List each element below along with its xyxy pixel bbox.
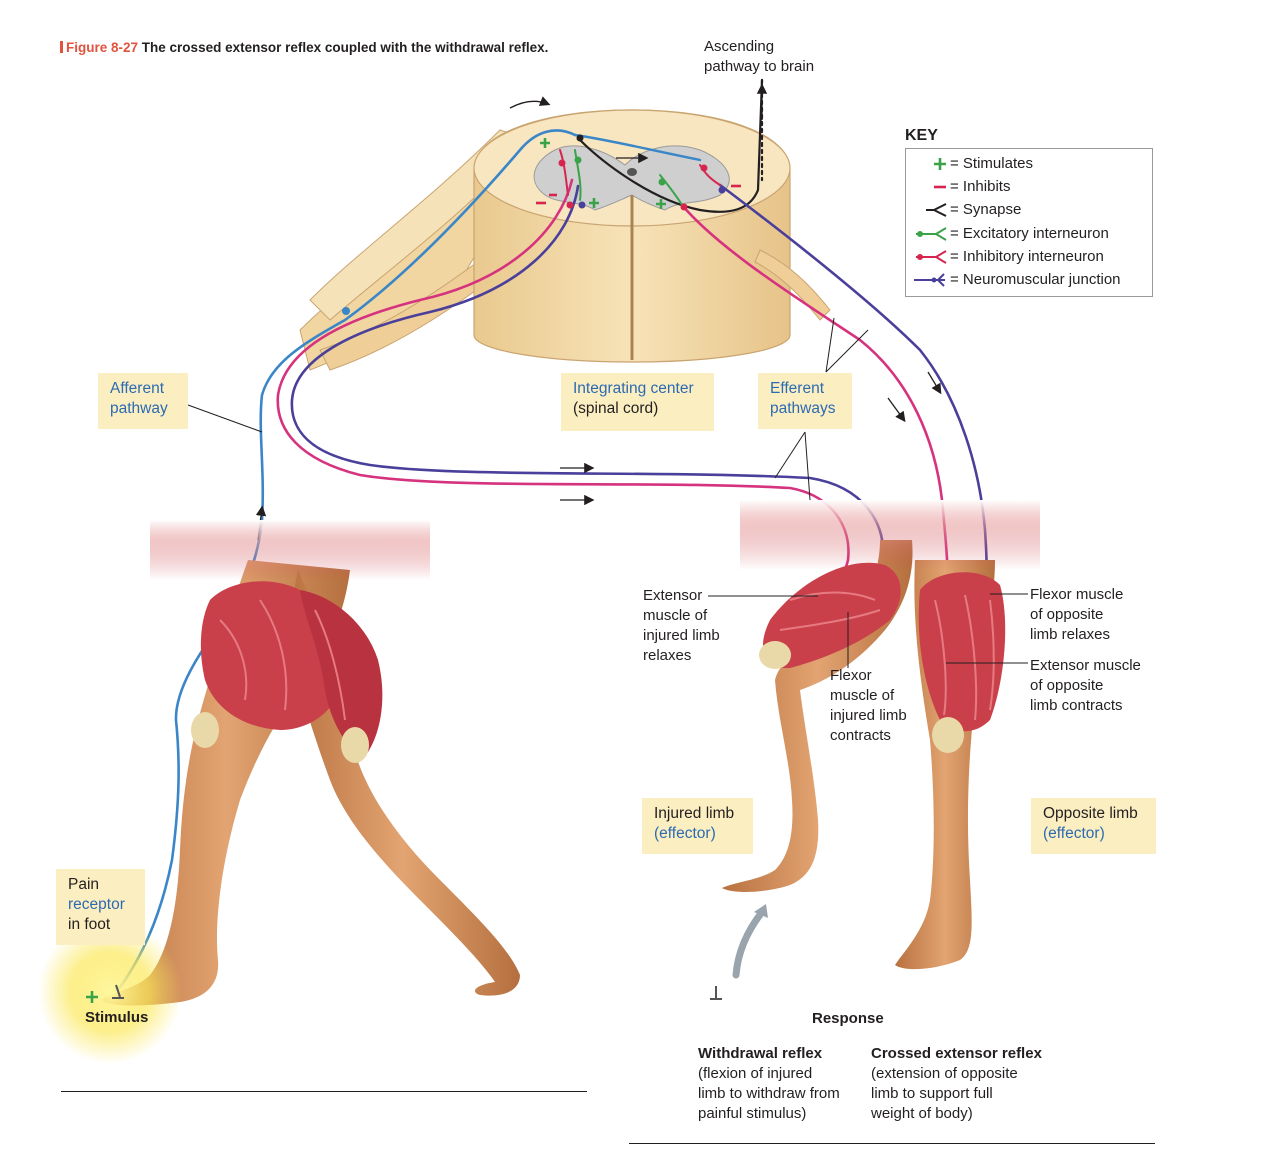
crossed-line: (extension of opposite <box>871 1065 1018 1082</box>
withdrawal-line: painful stimulus) <box>698 1105 807 1122</box>
left-leg <box>102 520 520 1006</box>
crossed-line: limb to support full <box>871 1085 993 1102</box>
afferent-neuron <box>116 129 577 992</box>
ascending-line-1: Ascending <box>704 38 775 55</box>
key-label: = Synapse <box>950 201 1022 218</box>
key-legend: = Stimulates = Inhibits = Synapse = Exci… <box>905 148 1153 297</box>
key-title: KEY <box>905 127 938 144</box>
removed-tack <box>710 904 768 1000</box>
integrating-center-box: Integrating center (spinal cord) <box>561 373 714 431</box>
label-line: injured limb <box>830 707 907 724</box>
plus-icon <box>934 158 946 170</box>
key-item-synapse: = Synapse <box>906 199 1152 221</box>
label-line: limb relaxes <box>1030 626 1111 643</box>
label-line: of opposite <box>1030 606 1104 623</box>
left-divider <box>61 1091 587 1092</box>
label-line: Flexor <box>830 667 872 684</box>
key-item-inhibitory: = Inhibitory interneuron <box>906 246 1152 268</box>
extensor-opposite-label: Extensor muscle of opposite limb contrac… <box>1030 656 1141 716</box>
extensor-injured-label: Extensor muscle of injured limb relaxes <box>643 586 720 666</box>
ascending-pathway-label: Ascending pathway to brain <box>704 37 814 77</box>
opposite-limb-box: Opposite limb (effector) <box>1031 798 1156 854</box>
withdrawal-reflex-text: Withdrawal reflex (flexion of injured li… <box>698 1044 840 1124</box>
label-line: of opposite <box>1030 677 1104 694</box>
withdrawal-line: (flexion of injured <box>698 1065 813 1082</box>
opposite-line-2: (effector) <box>1043 825 1105 842</box>
label-line: limb contracts <box>1030 697 1123 714</box>
label-line: muscle of <box>830 687 895 704</box>
label-line: Flexor muscle <box>1030 586 1124 603</box>
response-label: Response <box>812 1010 884 1027</box>
key-item-neuromuscular: = Neuromuscular junction <box>906 269 1152 291</box>
figure-number: Figure 8-27 <box>66 40 139 55</box>
flexor-opposite-label: Flexor muscle of opposite limb relaxes <box>1030 585 1123 645</box>
figure-title: Figure 8-27 The crossed extensor reflex … <box>60 37 620 59</box>
stimulus-glow <box>38 920 182 1064</box>
key-item-stimulates: = Stimulates <box>906 153 1152 175</box>
key-label: = Inhibitory interneuron <box>950 248 1104 265</box>
excitatory-interneuron-icon <box>916 227 947 241</box>
withdrawal-line: limb to withdraw from <box>698 1085 840 1102</box>
stimulus-label: Stimulus <box>85 1009 149 1026</box>
afferent-pathway-box: Afferent pathway <box>98 373 188 429</box>
label-line: Extensor <box>643 587 703 604</box>
withdrawal-title: Withdrawal reflex <box>698 1045 823 1062</box>
right-legs <box>722 500 1040 970</box>
inhibitory-interneuron-icon <box>916 250 947 264</box>
leader-lines <box>187 317 1028 668</box>
figure-caption: The crossed extensor reflex coupled with… <box>141 40 549 55</box>
crossed-extensor-text: Crossed extensor reflex (extension of op… <box>871 1044 1042 1124</box>
key-label: = Neuromuscular junction <box>950 271 1121 288</box>
key-label: = Inhibits <box>950 178 1011 195</box>
label-line: Extensor muscle <box>1030 657 1141 674</box>
right-divider <box>629 1143 1155 1144</box>
figure-marker <box>60 41 63 53</box>
pain-line-2: receptor <box>68 896 125 913</box>
injured-line-2: (effector) <box>654 825 716 842</box>
label-line: relaxes <box>643 647 692 664</box>
ascending-neuron <box>578 78 764 213</box>
label-line: injured limb <box>643 627 720 644</box>
afferent-line-2: pathway <box>110 400 168 417</box>
efferent-line-1: Efferent <box>770 380 825 397</box>
pain-line-1: Pain <box>68 876 100 893</box>
minus-icon <box>934 185 946 189</box>
integrating-line-2: (spinal cord) <box>573 400 659 417</box>
spinal-cord <box>299 109 831 371</box>
crossed-title: Crossed extensor reflex <box>871 1045 1042 1062</box>
label-line: muscle of <box>643 607 708 624</box>
opposite-line-1: Opposite limb <box>1043 805 1138 822</box>
key-item-excitatory: = Excitatory interneuron <box>906 223 1152 245</box>
neuromuscular-junction-icon <box>914 273 945 287</box>
integrating-line-1: Integrating center <box>573 380 694 397</box>
pain-receptor-box: Pain receptor in foot <box>56 869 145 945</box>
flexor-injured-label: Flexor muscle of injured limb contracts <box>830 666 907 746</box>
key-label: = Excitatory interneuron <box>950 225 1109 242</box>
label-line: contracts <box>830 727 891 744</box>
injured-limb-box: Injured limb (effector) <box>642 798 753 854</box>
synapse-icon <box>926 203 947 217</box>
crossed-line: weight of body) <box>871 1105 973 1122</box>
key-label: = Stimulates <box>950 155 1033 172</box>
afferent-line-1: Afferent <box>110 380 165 397</box>
pain-line-3: in foot <box>68 916 111 933</box>
ascending-line-2: pathway to brain <box>704 58 815 75</box>
flow-arrows <box>255 83 942 541</box>
efferent-pathways-box: Efferent pathways <box>758 373 852 429</box>
injured-line-1: Injured limb <box>654 805 735 822</box>
efferent-line-2: pathways <box>770 400 836 417</box>
key-item-inhibits: = Inhibits <box>906 176 1152 198</box>
